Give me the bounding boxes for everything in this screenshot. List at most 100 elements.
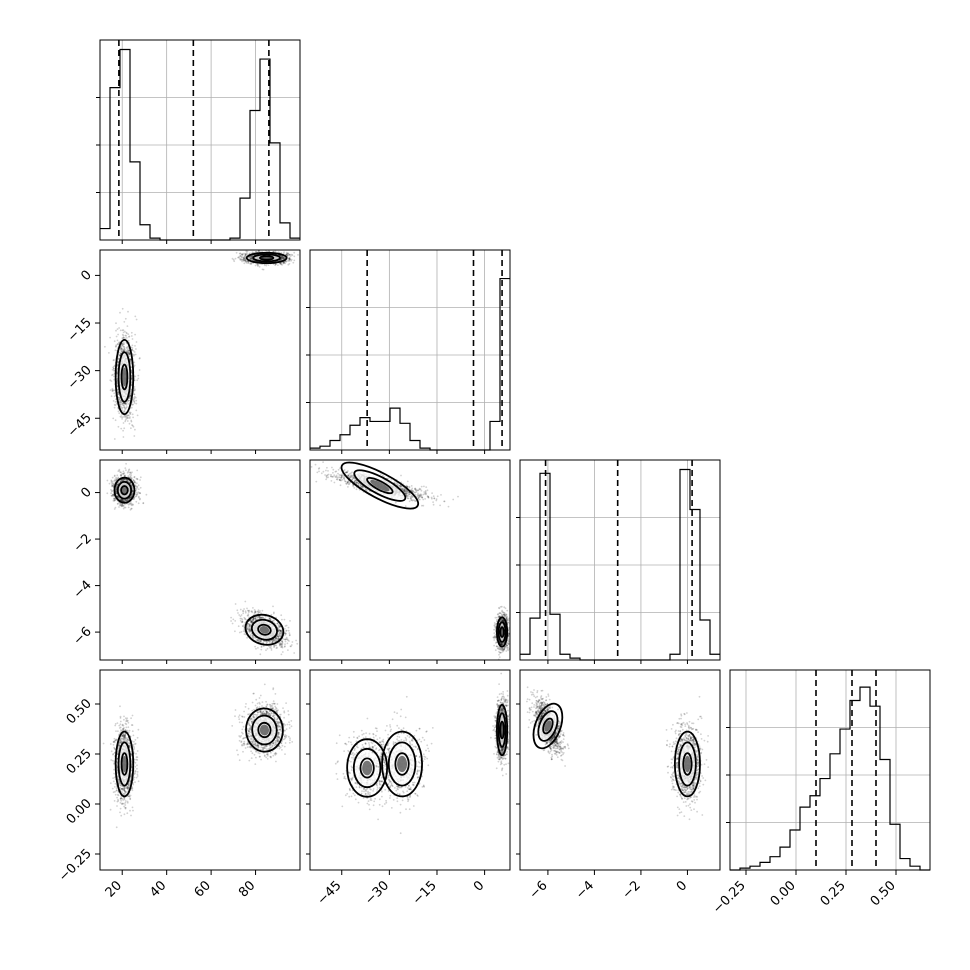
- density-peak: [121, 487, 127, 494]
- density-contour: [682, 752, 693, 776]
- density-contour: [366, 477, 394, 495]
- panel-frame: [519, 459, 721, 661]
- density-contour: [352, 747, 382, 789]
- x-tick-label: 60: [192, 878, 214, 900]
- density-contour: [678, 741, 697, 787]
- density-contour: [387, 741, 417, 787]
- density-contour: [499, 626, 505, 638]
- density-contour: [353, 469, 407, 502]
- density-contour: [340, 461, 420, 510]
- density-peak: [544, 720, 552, 732]
- histogram-panel-2: [516, 459, 721, 661]
- density-contour: [252, 253, 281, 263]
- x-tick-label: 80: [236, 878, 258, 900]
- density-contour: [257, 721, 272, 739]
- panel-frame: [99, 459, 301, 661]
- density-contour: [244, 613, 285, 646]
- density-contour: [245, 707, 284, 753]
- density-panel-2-3: [519, 669, 721, 871]
- density-contour: [117, 741, 132, 787]
- density-contour: [532, 702, 564, 750]
- density-peak: [500, 628, 504, 636]
- density-peak: [122, 367, 127, 387]
- x-tick-label: −2: [620, 878, 644, 902]
- density-contour: [497, 621, 507, 643]
- density-contour: [251, 714, 278, 746]
- density-contour: [114, 338, 135, 416]
- x-tick-label: −0.25: [710, 878, 749, 917]
- density-panel-1-3: [309, 669, 511, 871]
- x-tick-label: −30: [362, 878, 392, 908]
- y-tick-label: 0.50: [64, 696, 95, 727]
- y-tick-label: 0.25: [64, 746, 95, 777]
- density-contour: [497, 712, 507, 748]
- x-tick-label: 0: [471, 878, 487, 894]
- density-contour: [381, 730, 423, 798]
- density-peak: [397, 755, 408, 773]
- x-tick-label: −45: [315, 878, 345, 908]
- panel-frame: [309, 669, 511, 871]
- y-tick-label: 0: [78, 268, 94, 284]
- density-peak: [362, 760, 373, 776]
- y-tick-label: −4: [71, 578, 95, 602]
- panel-background: [100, 250, 300, 450]
- density-contour: [359, 757, 375, 779]
- density-peak: [370, 479, 390, 492]
- panel-frame: [99, 249, 301, 451]
- density-panel-0-2: [99, 459, 301, 661]
- x-tick-label: −4: [573, 878, 597, 902]
- y-tick-label: −45: [65, 410, 95, 440]
- x-tick-label: 0.50: [868, 878, 899, 909]
- y-tick-label: 0: [78, 485, 94, 501]
- density-peak: [122, 755, 127, 773]
- density-contour: [499, 720, 505, 740]
- panel-frame: [99, 669, 301, 871]
- y-tick-label: −30: [65, 363, 95, 393]
- density-contour: [250, 618, 278, 641]
- y-tick-label: −15: [65, 315, 95, 345]
- panel-frame: [519, 669, 721, 871]
- y-tick-label: −0.25: [56, 846, 95, 885]
- density-panel-0-3: [99, 669, 301, 871]
- x-tick-label: 0.00: [768, 878, 799, 909]
- histogram-step-line: [730, 686, 930, 871]
- density-contour: [496, 703, 509, 757]
- histogram-panel-3: [726, 669, 931, 871]
- density-contour: [346, 738, 389, 798]
- density-contour: [537, 710, 559, 742]
- density-peak: [259, 724, 270, 736]
- density-contour: [120, 363, 129, 391]
- density-contour: [114, 730, 135, 798]
- x-tick-label: 40: [147, 878, 169, 900]
- density-peak: [684, 755, 691, 773]
- density-contour: [496, 616, 509, 648]
- density-contour: [394, 752, 410, 776]
- panel-background: [100, 40, 300, 240]
- density-panel-1-2: [309, 459, 511, 661]
- x-tick-label: 0: [674, 878, 690, 894]
- density-contour: [257, 623, 272, 636]
- density-contour: [542, 717, 554, 735]
- histogram-panel-1: [306, 249, 511, 451]
- x-tick-label: 20: [103, 878, 125, 900]
- density-contour: [120, 752, 129, 776]
- density-contour: [259, 255, 275, 261]
- panel-frame: [99, 39, 301, 241]
- y-tick-label: 0.00: [64, 796, 95, 827]
- density-contour: [245, 251, 288, 264]
- density-peak: [261, 256, 272, 260]
- density-contour: [673, 730, 701, 798]
- y-tick-label: −6: [71, 624, 95, 648]
- panel-background: [310, 250, 510, 450]
- panel-background: [310, 460, 510, 660]
- density-peak: [259, 626, 270, 634]
- panel-frame: [729, 669, 931, 871]
- x-tick-label: −15: [410, 878, 440, 908]
- histogram-panel-0: [96, 39, 301, 241]
- y-tick-label: −2: [71, 531, 95, 555]
- density-contour: [120, 485, 129, 496]
- panel-frame: [309, 249, 511, 451]
- density-peak: [500, 723, 504, 737]
- density-panel-0-1: [99, 249, 301, 451]
